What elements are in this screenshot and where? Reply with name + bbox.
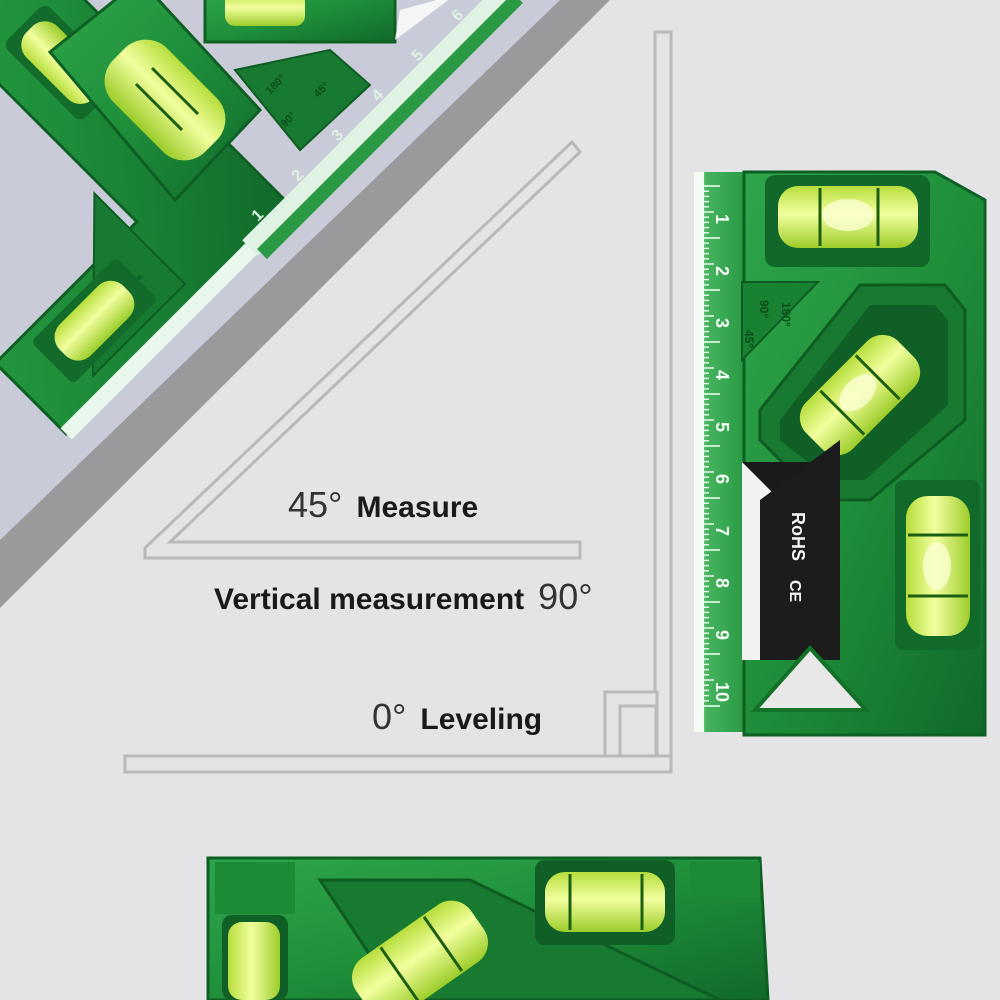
top-tool: 180° — [0, 0, 299, 440]
bottom-tool — [206, 856, 770, 1000]
ruler-number: 2 — [712, 266, 732, 276]
ruler-number: 8 — [712, 578, 732, 588]
ruler-number: 3 — [712, 318, 732, 328]
vertical-90-bar — [653, 30, 673, 774]
leveling-0-value: 0° — [372, 696, 407, 737]
horizontal-0-bar — [123, 754, 673, 774]
ruler-number: 5 — [712, 422, 732, 432]
measure-45-text: Measure — [356, 491, 479, 524]
right-angle-square-inner — [618, 704, 658, 758]
angle-diagram — [123, 30, 673, 774]
main-tool: 1 2 3 4 5 6 7 8 9 10 180° 90° 45° RoHS CE — [694, 170, 987, 737]
vertical-90-label: Vertical measurement 90° — [214, 576, 593, 618]
triangle-45-outline — [143, 139, 583, 560]
leveling-0-text: Leveling — [420, 703, 543, 736]
diagonal-gray-band — [0, 0, 610, 608]
rohs-mark: RoHS — [788, 512, 808, 561]
ce-mark: CE — [786, 580, 803, 603]
ruler-number: 6 — [712, 474, 732, 484]
leveling-0-label: 0° Leveling — [372, 696, 542, 738]
top-tool-vial — [54, 280, 135, 361]
ruler-number: 9 — [712, 630, 732, 640]
mark-180: 180° — [779, 302, 793, 327]
ruler-number: 4 — [712, 370, 732, 380]
ruler-number: 7 — [712, 526, 732, 536]
mark-90: 90° — [757, 300, 771, 318]
ruler-number: 1 — [712, 214, 732, 224]
measure-45-label: 45° Measure — [288, 484, 478, 526]
diagonal-vial — [799, 334, 921, 456]
mark-45: 45° — [742, 330, 756, 348]
ruler-number: 10 — [712, 682, 732, 702]
top-horizontal-vial — [225, 0, 305, 26]
measure-45-value: 45° — [288, 484, 343, 525]
bottom-diagonal-vial — [352, 900, 488, 1000]
angle-mark-plate — [741, 281, 821, 363]
top-left-vial: 180° 90° 45° — [47, 0, 449, 203]
bottom-left-vial — [228, 922, 280, 1000]
bottom-horizontal-vial — [545, 872, 665, 932]
vertical-90-text: Vertical measurement — [214, 583, 525, 616]
vertical-90-value: 90° — [538, 576, 593, 617]
